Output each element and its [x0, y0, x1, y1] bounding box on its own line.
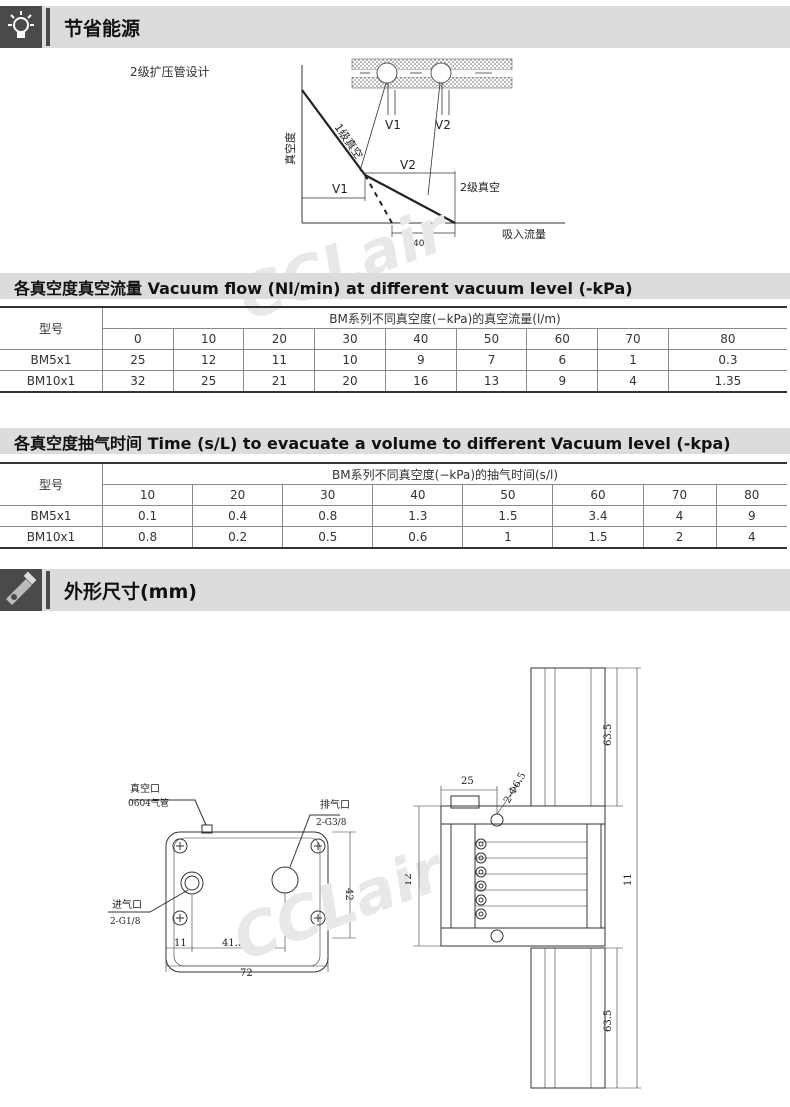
ejector-diagram: V1 V2 V1 V2 40% 2级真空 吸入流量 真空度 1级真空 — [283, 58, 565, 249]
flow-table: 型号 BM系列不同真空度(−kPa)的真空流量(l/m) 0 10 20 30 … — [0, 306, 787, 393]
table-row: BM10x1 32 25 21 20 16 13 9 4 1.35 — [0, 370, 787, 393]
svg-text:12: 12 — [405, 873, 414, 886]
section-title: 各真空度真空流量 Vacuum flow (Nl/min) at differe… — [14, 279, 633, 298]
column-header: 50 — [462, 484, 554, 506]
svg-text:进气口: 进气口 — [112, 898, 142, 911]
group-header: BM系列不同真空度(−kPa)的真空流量(l/m) — [102, 306, 787, 329]
section-title: 节省能源 — [64, 18, 141, 40]
svg-text:42: 42 — [343, 888, 354, 901]
svg-text:0604气管: 0604气管 — [128, 797, 169, 809]
svg-text:V1: V1 — [332, 182, 348, 196]
column-header: 20 — [192, 484, 284, 506]
svg-text:V2: V2 — [400, 158, 416, 172]
column-header: 70 — [597, 328, 669, 350]
svg-text:V2: V2 — [435, 118, 451, 132]
section-header-dimensions: 外形尺寸(mm) — [0, 569, 790, 611]
svg-text:真空口: 真空口 — [130, 782, 160, 795]
column-header: 50 — [455, 328, 528, 350]
column-header: 10 — [172, 328, 245, 350]
section-header-energy: 节省能源 — [0, 6, 790, 48]
section-title: 各真空度抽气时间 Time (s/L) to evacuate a volume… — [14, 434, 731, 453]
table-row: BM10x1 0.8 0.2 0.5 0.6 1 1.5 2 4 — [0, 526, 787, 549]
time-table: 型号 BM系列不同真空度(−kPa)的抽气时间(s/l) 10 20 30 40… — [0, 462, 787, 549]
svg-text:真空度: 真空度 — [283, 132, 297, 165]
svg-text:25: 25 — [461, 776, 474, 787]
table-row: BM5x1 25 12 11 10 9 7 6 1 0.3 — [0, 349, 787, 371]
lightbulb-icon — [0, 6, 42, 48]
table-row: BM5x1 0.1 0.4 0.8 1.3 1.5 3.4 4 9 — [0, 505, 787, 527]
svg-text:V1: V1 — [385, 118, 401, 132]
column-header: 10 — [102, 484, 194, 506]
svg-text:1级真空: 1级真空 — [332, 121, 366, 162]
svg-text:2-G3/8: 2-G3/8 — [316, 818, 347, 828]
svg-text:2-Φ6.5: 2-Φ6.5 — [502, 771, 528, 806]
side-view-drawing: 25 2-Φ6.5 12 63.5 63.5 11 — [405, 667, 641, 1089]
section-header-flow: 各真空度真空流量 Vacuum flow (Nl/min) at differe… — [0, 273, 790, 299]
svg-text:11: 11 — [174, 938, 187, 949]
svg-text:吸入流量: 吸入流量 — [502, 227, 546, 241]
model-header: 型号 — [0, 462, 103, 506]
column-header: 70 — [642, 484, 717, 506]
svg-text:40%: 40% — [413, 239, 433, 249]
caliper-icon — [0, 569, 42, 611]
column-header: 60 — [552, 484, 644, 506]
section-header-time: 各真空度抽气时间 Time (s/L) to evacuate a volume… — [0, 428, 790, 454]
svg-text:63.5: 63.5 — [603, 1010, 614, 1032]
diffuser-label: 2级扩压管设计 — [130, 65, 210, 79]
model-header: 型号 — [0, 306, 103, 350]
svg-text:排气口: 排气口 — [320, 798, 350, 811]
front-view-drawing: 真空口 0604气管 排气口 2-G3/8 进气口 2-G1/8 42 11 4… — [108, 782, 356, 979]
column-header: 0 — [102, 328, 174, 350]
column-header: 20 — [243, 328, 316, 350]
section-title: 外形尺寸(mm) — [64, 581, 197, 603]
svg-text:11: 11 — [623, 873, 634, 886]
column-header: 60 — [526, 328, 599, 350]
column-header: 30 — [314, 328, 386, 350]
svg-text:72: 72 — [240, 968, 253, 979]
column-header: 80 — [667, 328, 787, 350]
svg-text:63.5: 63.5 — [603, 724, 614, 746]
column-header: 80 — [715, 484, 787, 506]
column-header: 40 — [384, 328, 457, 350]
svg-text:2级真空: 2级真空 — [460, 180, 500, 194]
svg-text:41.5: 41.5 — [222, 938, 244, 949]
column-header: 30 — [282, 484, 374, 506]
group-header: BM系列不同真空度(−kPa)的抽气时间(s/l) — [102, 462, 787, 485]
svg-text:2-G1/8: 2-G1/8 — [110, 917, 141, 927]
column-header: 40 — [372, 484, 464, 506]
